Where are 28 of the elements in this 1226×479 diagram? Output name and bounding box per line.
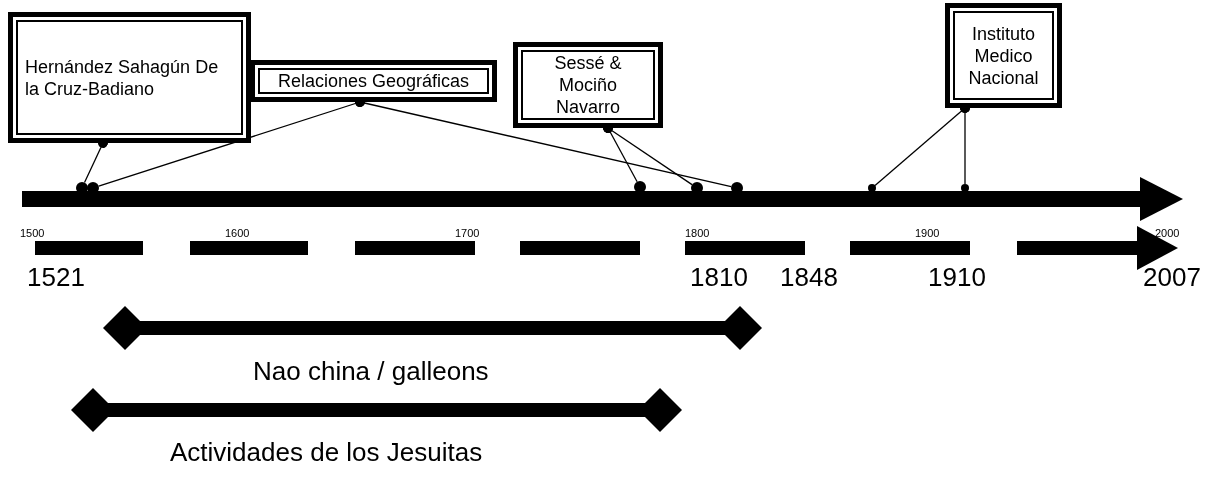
scale-label: 1800	[685, 227, 710, 239]
year-label: 1810	[690, 262, 748, 293]
scale-label: 2000	[1155, 227, 1180, 239]
callout-box	[513, 42, 663, 128]
callout-box	[250, 60, 497, 102]
callout-text: Instituto Medico Nacional	[967, 22, 1040, 89]
callout-box	[945, 3, 1062, 108]
callout-text: Sessé & Mociño Navarro	[553, 52, 623, 118]
scale-label: 1700	[455, 227, 480, 239]
timeline-point	[961, 184, 969, 192]
year-label: 1910	[928, 262, 986, 293]
callout-box	[8, 12, 251, 143]
year-label: 1848	[780, 262, 838, 293]
scale-label: 1500	[20, 227, 45, 239]
range-label: Nao china / galleons	[253, 356, 489, 387]
timeline-point	[868, 184, 876, 192]
scale-label: 1900	[915, 227, 940, 239]
timeline-point	[691, 182, 703, 194]
timeline-point	[731, 182, 743, 194]
timeline-point	[76, 182, 88, 194]
year-label: 1521	[27, 262, 85, 293]
callout-text: Relaciones Geográficas	[277, 70, 470, 92]
scale-label: 1600	[225, 227, 250, 239]
range-label: Actividades de los Jesuitas	[170, 437, 483, 468]
timeline-point	[634, 181, 646, 193]
callout-text: Hernández Sahagún De la Cruz-Badiano	[25, 55, 220, 100]
timeline-point	[87, 182, 99, 194]
year-label: 2007	[1143, 262, 1201, 293]
